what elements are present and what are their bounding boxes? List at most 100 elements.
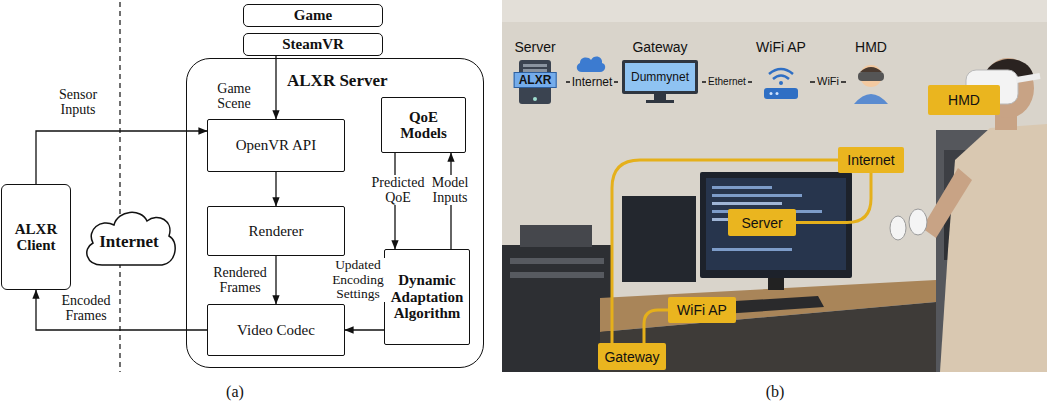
illustration-part (87, 212, 175, 265)
illustration-part (712, 186, 772, 189)
illustration-part (769, 69, 793, 74)
illustration-part (654, 94, 666, 100)
illustration-part (1016, 76, 1040, 80)
illustration-part (520, 225, 592, 247)
node-text: Server (504, 38, 566, 56)
panel-label: (a) (226, 383, 244, 401)
edge-label: Rendered Frames (211, 265, 269, 295)
callout-tag: WiFi AP (668, 297, 736, 323)
node-text: OpenVR API (236, 137, 316, 154)
process-box: Video Codec (207, 304, 345, 356)
illustration-part (776, 92, 779, 95)
illustration-part (533, 97, 537, 101)
divider-line (119, 2, 120, 372)
process-box: OpenVR API (207, 119, 345, 172)
flow-arrow (275, 256, 276, 304)
process-box: Renderer (207, 206, 345, 256)
illustration-part (577, 56, 605, 72)
illustration-part (510, 272, 604, 278)
game-box: Game (243, 4, 383, 27)
callout-tag: Internet (838, 147, 904, 173)
client-box: ALXR Client (1, 184, 71, 290)
illustration-part (860, 67, 882, 72)
leader-connector (612, 160, 838, 343)
node-text: ALXR Client (4, 221, 68, 254)
node-text: Game (294, 7, 332, 24)
hmd-icon: HMD (846, 38, 896, 108)
illustration-part (502, 0, 1047, 372)
hmd-symbol (846, 58, 896, 106)
gateway-icon: GatewayDummynet (618, 38, 702, 108)
illustration-part (502, 245, 612, 372)
steamvr-box: SteamVR (243, 33, 383, 56)
lab-photo (502, 0, 1047, 372)
node-text: WiFi AP (677, 302, 727, 318)
callout-tag: HMD (928, 85, 1000, 115)
leader-connector (644, 310, 668, 343)
illustration-part (523, 64, 547, 67)
illustration-part (890, 216, 906, 240)
illustration-part (646, 100, 674, 103)
illustration-part (712, 202, 782, 205)
edge-label: Sensor Inputs (52, 87, 104, 117)
node-text: Server (741, 215, 782, 231)
node-text: HMD (846, 38, 896, 56)
algorithm-box: Dynamic Adaptation Algorithm (384, 249, 470, 345)
edge-label: Internet (570, 76, 615, 89)
server-icon: ServerALXR (504, 38, 566, 108)
node-text: Internet (99, 232, 158, 252)
wifi-symbol (752, 58, 810, 106)
edge-label: Ethernet (706, 77, 748, 88)
illustration-part (700, 172, 852, 278)
node-text: ALXR (514, 72, 557, 88)
node-text: ALXR Server (287, 71, 388, 91)
panel-label: (b) (766, 383, 785, 401)
node-text: Dummynet (625, 63, 695, 91)
node-text: Dynamic Adaptation Algorithm (387, 272, 467, 322)
leader-connector (796, 173, 871, 223)
flow-arrow (345, 329, 384, 330)
edge-label: WiFi (815, 76, 841, 88)
illustration-part (510, 258, 604, 264)
illustration-part (909, 209, 927, 235)
flow-arrow (36, 131, 207, 184)
flow-arrow (275, 56, 276, 119)
edge-label: Game Scene (210, 81, 258, 111)
wifi-icon: WiFi AP (752, 38, 810, 108)
illustration-part (712, 194, 802, 197)
illustration-part (600, 302, 936, 372)
edge-label: Updated Encoding Settings (331, 258, 385, 302)
illustration-part (770, 92, 773, 95)
illustration-part (779, 81, 783, 85)
illustration-part (922, 168, 972, 238)
illustration-part (712, 248, 792, 251)
node-text: Internet (847, 152, 894, 168)
model-box: QoE Models (381, 97, 466, 153)
callout-tag: Gateway (598, 343, 666, 370)
illustration-part (940, 124, 1047, 372)
illustration-part (764, 88, 798, 99)
illustration-part (773, 76, 789, 80)
illustration-part (625, 63, 695, 91)
illustration-part (858, 72, 884, 81)
illustration-part (622, 196, 696, 282)
callout-tag: Server (728, 209, 796, 236)
node-text: Renderer (249, 223, 304, 240)
node-text: HMD (948, 92, 980, 108)
node-text: Gateway (604, 349, 659, 365)
node-text: WiFi AP (752, 38, 810, 56)
illustration-part (854, 94, 888, 104)
flow-arrow (275, 172, 276, 206)
edge-label: Encoded Frames (58, 293, 114, 323)
node-text: QoE Models (384, 109, 463, 142)
edge-label: Model Inputs (430, 175, 470, 205)
illustration-part (622, 60, 698, 94)
edge-label: Predicted QoE (370, 175, 426, 205)
flow-arrow (36, 290, 207, 330)
illustration-part (502, 0, 1047, 22)
node-text: Gateway (618, 38, 702, 56)
internet-cloud: Internet (80, 203, 178, 275)
illustration-part (768, 278, 784, 290)
node-text: Video Codec (237, 322, 315, 339)
